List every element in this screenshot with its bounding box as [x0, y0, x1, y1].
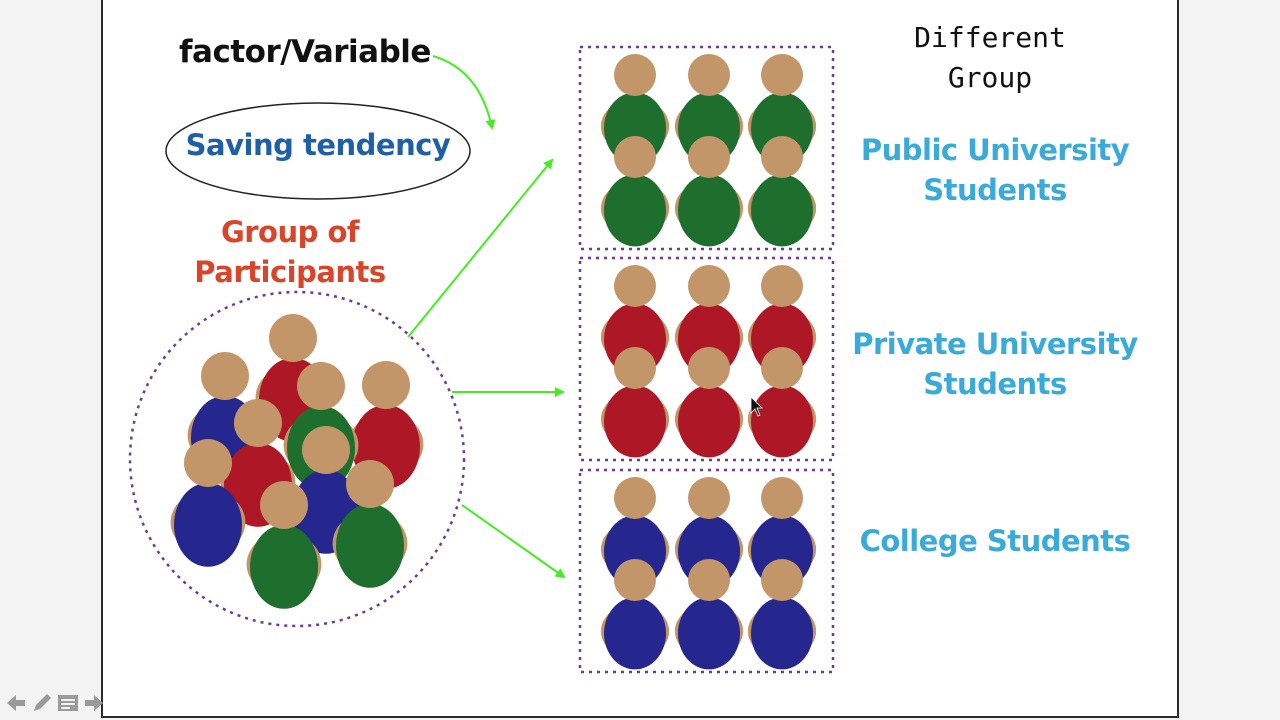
public-line1: Public University: [860, 133, 1130, 167]
college-person: [674, 559, 744, 670]
group-of-participants-label: Group of Participants: [165, 212, 415, 292]
different-line2: Group: [947, 61, 1033, 94]
variable-name-label: Saving tendency: [185, 128, 451, 162]
mouse-cursor-icon: [750, 396, 763, 417]
public-university-person: [674, 136, 744, 247]
different-line1: Different: [914, 21, 1066, 54]
participants-circle: [128, 290, 466, 628]
variable-ellipse: [165, 102, 471, 200]
private-university-person: [674, 347, 744, 458]
group-box-public: [578, 45, 835, 251]
private-line2: Students: [923, 367, 1067, 401]
pencil-icon[interactable]: [30, 690, 54, 716]
participant-person: [170, 439, 246, 567]
group-box-college: [578, 468, 835, 674]
people-layer: [170, 54, 817, 670]
group-box-private: [578, 256, 835, 462]
public-university-person: [600, 136, 670, 247]
factor-variable-label: factor/Variable: [179, 34, 431, 70]
private-line1: Private University: [852, 327, 1138, 361]
notes-icon[interactable]: [56, 690, 80, 716]
private-university-person: [747, 347, 817, 458]
college-students-label: College Students: [859, 524, 1131, 558]
factor-arrow: [432, 55, 496, 130]
group-label-line2: Participants: [194, 255, 386, 289]
arrow-to-public: [407, 158, 554, 338]
private-university-person: [600, 347, 670, 458]
college-person: [600, 559, 670, 670]
arrow-left-icon[interactable]: [4, 690, 28, 716]
public-line2: Students: [923, 173, 1067, 207]
public-university-person: [747, 136, 817, 247]
arrow-to-college: [461, 504, 566, 579]
public-university-label: Public University Students: [845, 130, 1145, 210]
slide-nav-toolbar: [4, 688, 106, 718]
participant-person: [332, 460, 408, 588]
group-label-line1: Group of: [220, 215, 360, 249]
college-person: [747, 559, 817, 670]
private-university-label: Private University Students: [840, 324, 1150, 404]
arrow-right-icon[interactable]: [82, 690, 106, 716]
private-university-person: [674, 265, 744, 376]
different-group-label: Different Group: [900, 18, 1080, 98]
participant-person: [246, 481, 322, 609]
